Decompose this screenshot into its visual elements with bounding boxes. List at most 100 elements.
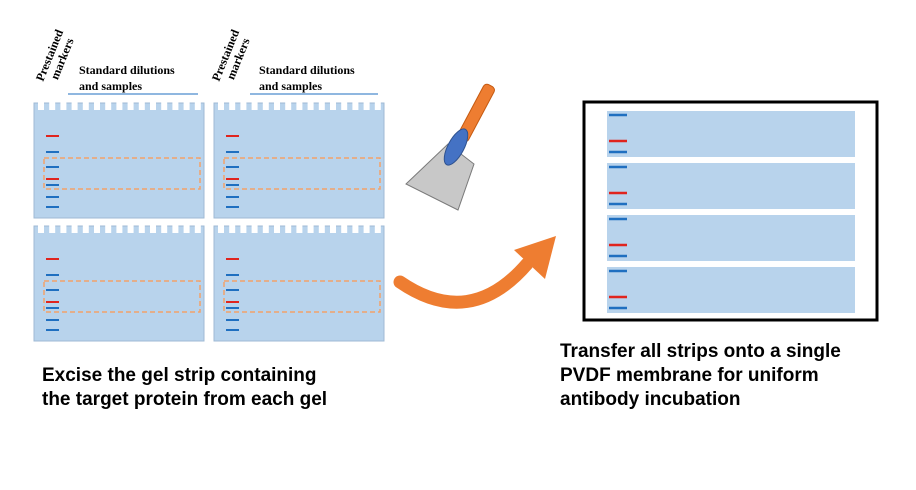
scraper-blade [405,143,475,211]
left-caption-line1: Excise the gel strip containing [42,365,317,386]
membrane-strip [607,111,855,157]
gel-well [274,102,280,110]
gel-2 [213,102,385,219]
gel-well [105,225,112,233]
standard-dilutions-label: Standard dilutions and samples [259,63,358,93]
gel-well [194,102,201,110]
gel-4 [213,225,385,342]
arrow-shaft [393,257,534,309]
gel-well [296,102,303,110]
gel-well [229,102,236,110]
left-caption-line2: the target protein from each gel [42,389,328,410]
membrane-strip [607,267,855,313]
gel-body [213,225,385,342]
gel-well [38,225,44,233]
gel-well [127,225,134,233]
gel-well [330,225,336,233]
gel-well [150,225,156,233]
gel-well [240,102,247,110]
left-caption: Excise the gel strip containing the targ… [42,364,327,412]
gel-well [116,102,123,110]
prestained-markers-label: Prestained markers [33,25,80,88]
gel-well [251,102,258,110]
excision-box [223,157,381,190]
gel-well [94,225,100,233]
gel-well [127,102,134,110]
knife-blade [443,128,469,166]
gel-well [172,102,179,110]
gel-well [194,225,201,233]
arrow-head [514,236,556,279]
gel-header-right: Prestained markers Standard dilutions an… [209,25,378,95]
gel-well [296,225,303,233]
gel-well [116,225,123,233]
gel-well [38,102,44,110]
pvdf-membrane-strips [607,111,855,313]
scraper-knife-icon [405,83,495,211]
gel-well [60,225,67,233]
gel-well [374,225,381,233]
gel-body [33,225,205,342]
gel-header-left: Prestained markers Standard dilutions an… [33,25,198,95]
gel-well [262,225,269,233]
gel-well [161,225,168,233]
membrane-strip-4 [607,267,855,313]
gel-well [49,102,56,110]
gel-well [363,102,370,110]
gel-well [285,102,292,110]
gel-well [94,102,100,110]
right-caption-line2: PVDF membrane for uniform [560,365,819,386]
curved-arrow-icon [393,236,556,309]
membrane-strip-1 [607,111,855,157]
gel-well [330,102,336,110]
gel-well [363,225,370,233]
gel-well [240,225,247,233]
gel-body [33,102,205,219]
gel-well [60,102,67,110]
gel-body [213,102,385,219]
gel-well [218,225,224,233]
membrane-strip [607,163,855,209]
gel-well [352,102,359,110]
membrane-strip-3 [607,215,855,261]
gel-well [172,225,179,233]
membrane-strip-2 [607,163,855,209]
gel-well [318,225,325,233]
gel-well [183,225,190,233]
gel-well [307,102,314,110]
gel-3 [33,225,205,342]
excision-box [43,280,201,313]
gel-well [150,102,156,110]
gel-well [251,225,258,233]
gel-well [352,225,359,233]
gel-well [274,225,280,233]
gel-well [307,225,314,233]
gel-1 [33,102,205,219]
gel-well [105,102,112,110]
standard-dilutions-label: Standard dilutions and samples [79,63,178,93]
gel-well [82,225,89,233]
gel-well [138,102,145,110]
excision-box [43,157,201,190]
gel-well [138,225,145,233]
gel-well [71,225,78,233]
gel-well [218,102,224,110]
gel-well [318,102,325,110]
excision-box [223,280,381,313]
gel-well [183,102,190,110]
gel-grid [33,102,385,342]
gel-well [374,102,381,110]
right-caption: Transfer all strips onto a single PVDF m… [560,340,841,412]
gel-well [262,102,269,110]
gel-well [341,225,348,233]
gel-well [82,102,89,110]
membrane-strip [607,215,855,261]
right-caption-line1: Transfer all strips onto a single [560,341,841,362]
gel-well [285,225,292,233]
gel-well [49,225,56,233]
gel-well [341,102,348,110]
gel-well [71,102,78,110]
gel-well [161,102,168,110]
prestained-markers-label: Prestained markers [209,25,256,88]
